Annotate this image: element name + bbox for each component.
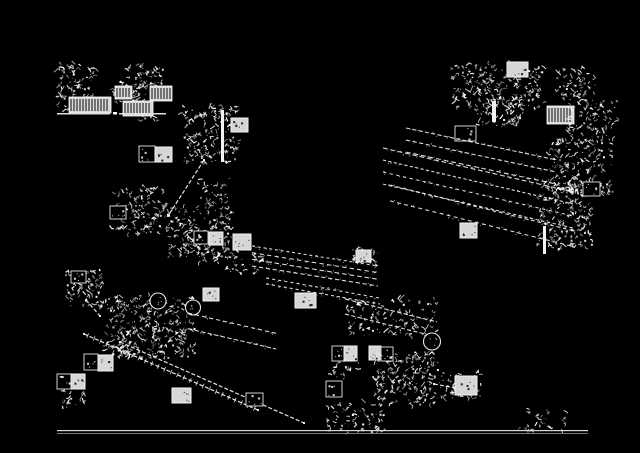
main-frame-ring-callout-1 bbox=[149, 292, 167, 310]
hitch-assembly-central-cluster bbox=[371, 350, 439, 409]
lift-assembly bbox=[109, 102, 249, 266]
hitch-assembly-bar-scribble bbox=[345, 294, 439, 340]
legend-thumbnails-thumb2-box-left bbox=[114, 85, 133, 100]
center-frame-right-box bbox=[355, 249, 372, 263]
main-frame-under-blob bbox=[59, 389, 86, 409]
legend-thumbnails-thumb1-dots bbox=[56, 91, 70, 115]
page-rules-bottom-rule-lower bbox=[57, 433, 588, 434]
lift-assembly-mid-box-a bbox=[193, 230, 209, 245]
axle-housing-right-scribble bbox=[564, 98, 620, 142]
lift-assembly-label-pair-b bbox=[154, 146, 173, 163]
axle-housing-top-callout bbox=[506, 61, 529, 78]
axle-housing-bottom-box bbox=[459, 222, 478, 239]
hitch-assembly-left-cluster bbox=[327, 358, 362, 380]
hitch-assembly-box-pair-mid-b bbox=[380, 346, 394, 362]
hitch-assembly bbox=[325, 294, 569, 435]
main-frame-top-callout bbox=[70, 270, 87, 284]
main-frame-small-box bbox=[245, 392, 264, 407]
lift-assembly-upper-blob bbox=[196, 178, 230, 207]
lift-assembly-arm bbox=[109, 183, 171, 238]
legend-thumbnails-thumb2-box-right bbox=[149, 85, 173, 102]
main-frame-box-callout-3 bbox=[202, 287, 220, 302]
legend-thumbnails-thumb2-art bbox=[124, 63, 165, 91]
axle-housing-end-edge bbox=[543, 226, 546, 254]
axle-housing-sub-bracket bbox=[473, 98, 524, 127]
axle-housing-left-label bbox=[454, 125, 477, 142]
lift-assembly-stem-rod bbox=[167, 159, 205, 217]
legend-thumbnails-thumb1-number-strip bbox=[68, 96, 112, 114]
main-frame-box-pair-2b bbox=[70, 373, 86, 390]
main-frame-gear-cluster bbox=[102, 292, 197, 360]
axle-housing-rails-bottom bbox=[389, 184, 576, 248]
main-frame-box-pair-1a bbox=[83, 353, 99, 371]
center-frame-callout-bottom bbox=[294, 292, 317, 309]
lift-assembly-head-callout bbox=[230, 117, 249, 133]
main-frame-ring-callout-2 bbox=[184, 299, 202, 316]
axle-housing-rails-top bbox=[405, 127, 557, 185]
center-frame bbox=[224, 233, 381, 309]
axle-housing bbox=[382, 59, 620, 254]
legend-thumbnails-thumb2-mid bbox=[132, 82, 151, 103]
main-frame-mid-callout bbox=[171, 387, 192, 404]
lift-assembly-arm-callout bbox=[109, 205, 127, 220]
lift-assembly-label-pair-a bbox=[138, 145, 156, 163]
main-frame-pin-rod bbox=[85, 299, 101, 317]
main-frame-box-pair-2a bbox=[56, 373, 72, 390]
lift-assembly-mid-blob bbox=[197, 247, 222, 266]
page-rules-bottom-rule-upper bbox=[57, 430, 588, 432]
lift-assembly-head-pin bbox=[221, 110, 224, 162]
legend-thumbnails-legend-rule-right bbox=[119, 113, 166, 115]
axle-housing-end-face bbox=[536, 180, 594, 252]
axle-housing-flange bbox=[544, 134, 614, 197]
hitch-assembly-right-box bbox=[454, 375, 478, 396]
lift-assembly-mid-cluster bbox=[166, 201, 235, 259]
center-frame-left-end bbox=[224, 248, 265, 276]
main-frame-long-rod-2 bbox=[119, 341, 305, 424]
main-frame-cross-bar bbox=[187, 312, 277, 350]
center-frame-tail-rails bbox=[265, 276, 381, 306]
hitch-assembly-bottom-tail bbox=[325, 398, 386, 435]
lift-assembly-head bbox=[177, 102, 243, 166]
legend-thumbnails-thumb2-number-strip bbox=[122, 100, 154, 117]
main-frame-box-pair-1b bbox=[97, 354, 114, 372]
hitch-assembly-box-pair-left-b bbox=[343, 345, 358, 362]
legend-thumbnails-thumb1-art bbox=[53, 61, 99, 101]
page-rules bbox=[57, 430, 588, 434]
legend-thumbnails-legend-rule-dot bbox=[113, 112, 117, 115]
axle-housing-sub-pin bbox=[492, 101, 496, 122]
center-frame-callout-topleft bbox=[232, 233, 252, 251]
main-frame bbox=[56, 268, 305, 424]
main-frame-long-rod-1 bbox=[83, 333, 259, 411]
axle-housing-topright-part bbox=[554, 65, 597, 102]
hitch-assembly-tiny-box bbox=[325, 380, 343, 398]
hitch-assembly-bottom-right-blobs bbox=[517, 407, 569, 434]
hitch-assembly-box-pair-left-a bbox=[331, 345, 345, 362]
legend-thumbnails bbox=[53, 61, 173, 123]
lift-assembly-mid-box-b bbox=[208, 231, 224, 246]
axle-housing-cylinder bbox=[546, 105, 575, 125]
hitch-assembly-ring-callout bbox=[422, 332, 442, 351]
hitch-assembly-box-pair-mid-a bbox=[368, 345, 382, 361]
legend-thumbnails-legend-rule-left bbox=[57, 113, 110, 115]
axle-housing-flange-box bbox=[582, 181, 601, 197]
